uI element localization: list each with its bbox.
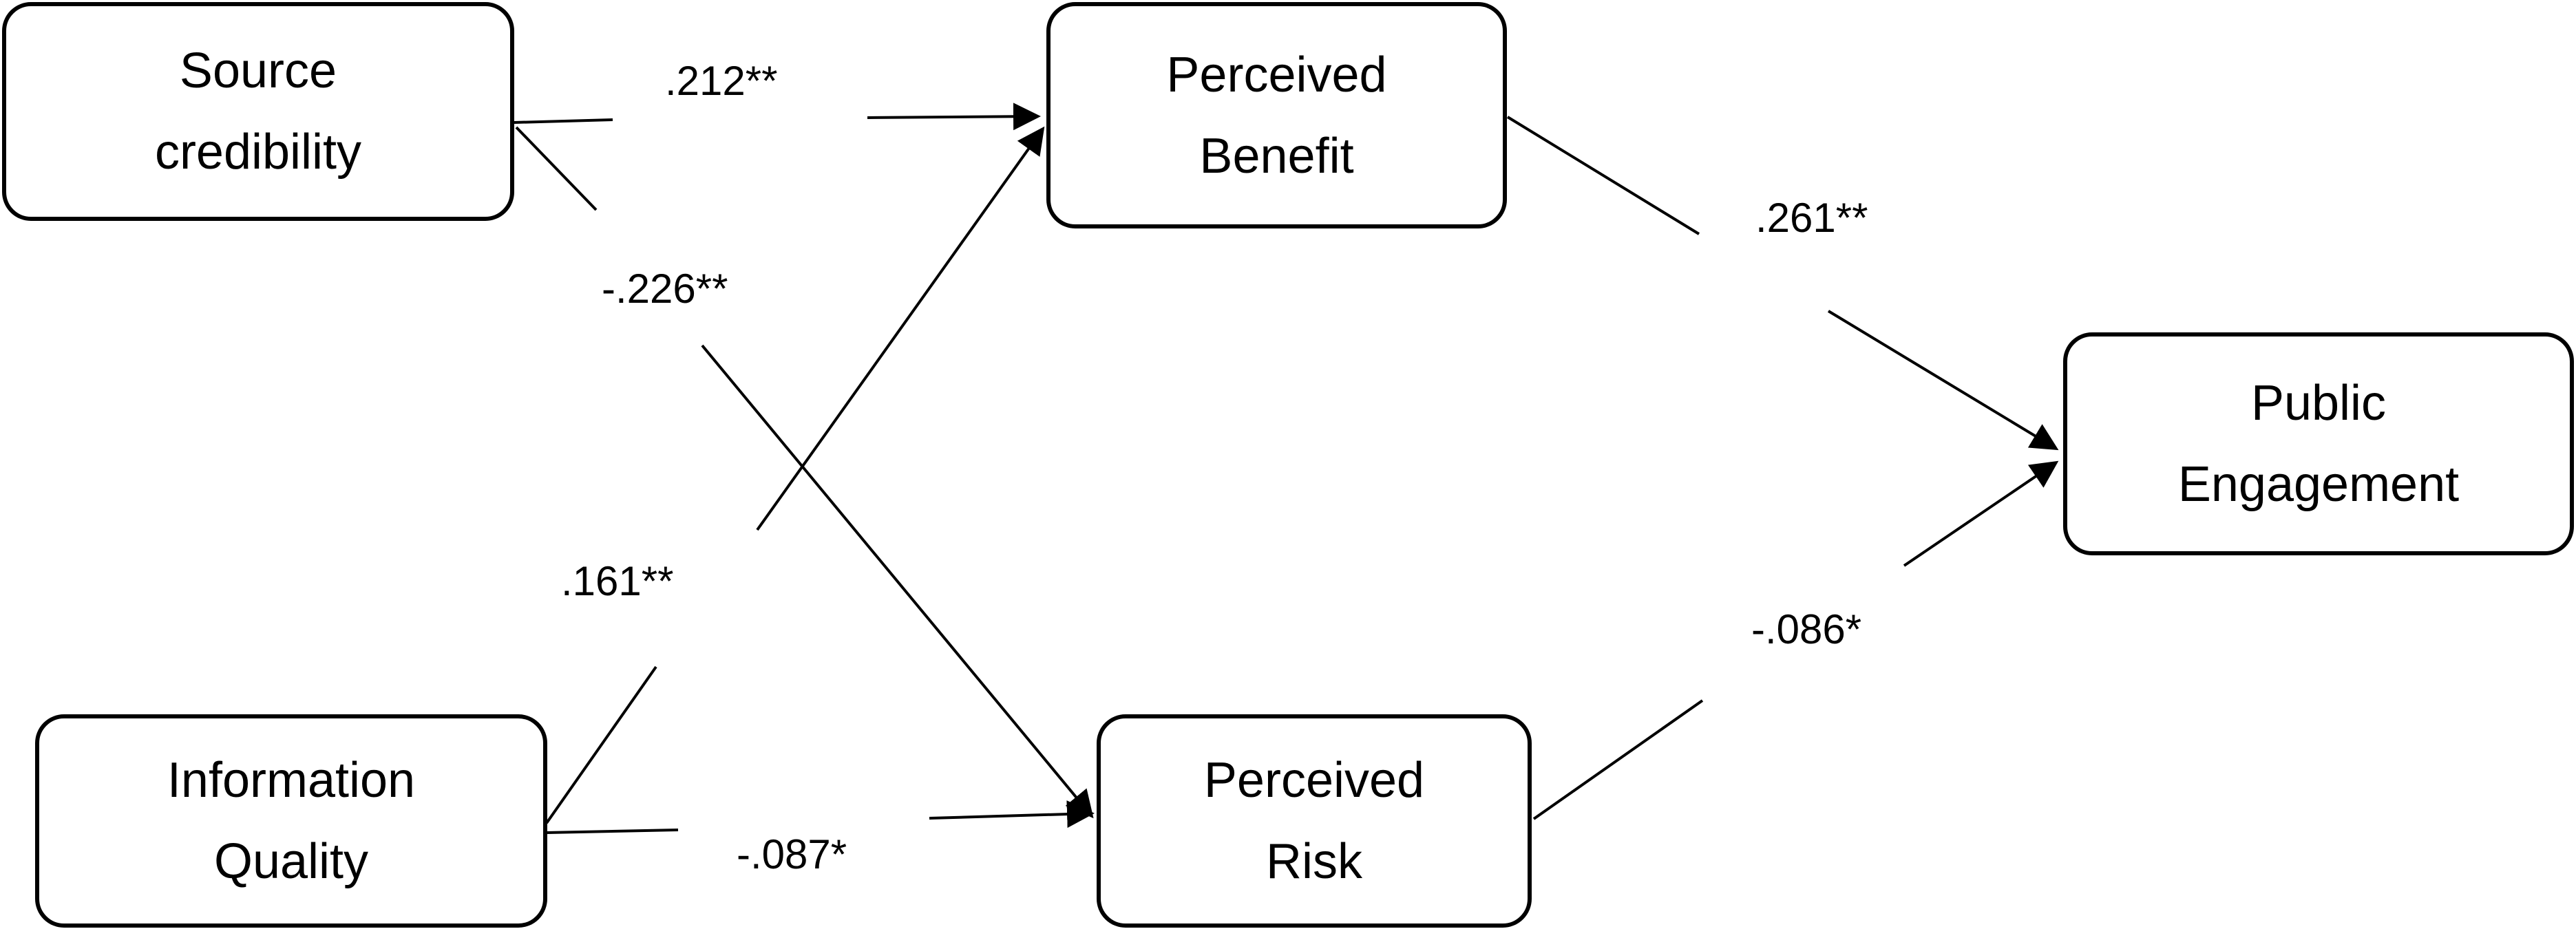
node-public-engagement-line1: Public xyxy=(2250,376,2387,431)
coef-source-to-risk: -.226** xyxy=(602,266,728,312)
edge-quality-to-risk-tail xyxy=(546,829,679,834)
edge-source-to-risk-tail xyxy=(515,126,598,211)
node-perceived-benefit-line1: Perceived xyxy=(1166,47,1387,103)
edge-quality-to-risk-head xyxy=(929,800,1095,829)
node-perceived-risk: Perceived Risk xyxy=(1097,714,1532,928)
node-perceived-benefit: Perceived Benefit xyxy=(1046,2,1507,228)
node-perceived-risk-line2: Risk xyxy=(1266,834,1362,889)
coef-source-to-benefit: .212** xyxy=(665,58,778,104)
node-public-engagement-line2: Engagement xyxy=(2177,457,2460,512)
edge-quality-to-benefit-head xyxy=(756,126,1045,531)
edge-source-to-benefit-head xyxy=(867,103,1041,131)
node-perceived-risk-line1: Perceived xyxy=(1203,753,1425,808)
node-information-quality-line2: Quality xyxy=(213,834,369,889)
node-information-quality-line1: Information xyxy=(167,753,416,808)
node-source-credibility-line2: credibility xyxy=(154,125,362,180)
coef-quality-to-benefit: .161** xyxy=(561,558,674,604)
edge-risk-to-engagement-tail xyxy=(1532,699,1704,820)
node-source-credibility-line1: Source xyxy=(179,43,337,98)
edge-quality-to-benefit-tail xyxy=(545,665,657,824)
edge-source-to-benefit-tail xyxy=(514,118,613,124)
coef-benefit-to-engagement: .261** xyxy=(1755,195,1868,241)
coef-risk-to-engagement: -.086* xyxy=(1751,606,1862,652)
node-perceived-benefit-line2: Benefit xyxy=(1199,128,1354,184)
node-public-engagement: Public Engagement xyxy=(2063,332,2574,555)
node-information-quality: Information Quality xyxy=(35,714,547,928)
coef-quality-to-risk: -.087* xyxy=(737,831,847,877)
edge-benefit-to-engagement-head xyxy=(1827,310,2059,451)
edge-risk-to-engagement-head xyxy=(1903,460,2059,567)
node-source-credibility: Source credibility xyxy=(2,2,514,221)
edge-source-to-risk-head xyxy=(701,344,1094,819)
edge-benefit-to-engagement-tail xyxy=(1506,116,1700,235)
